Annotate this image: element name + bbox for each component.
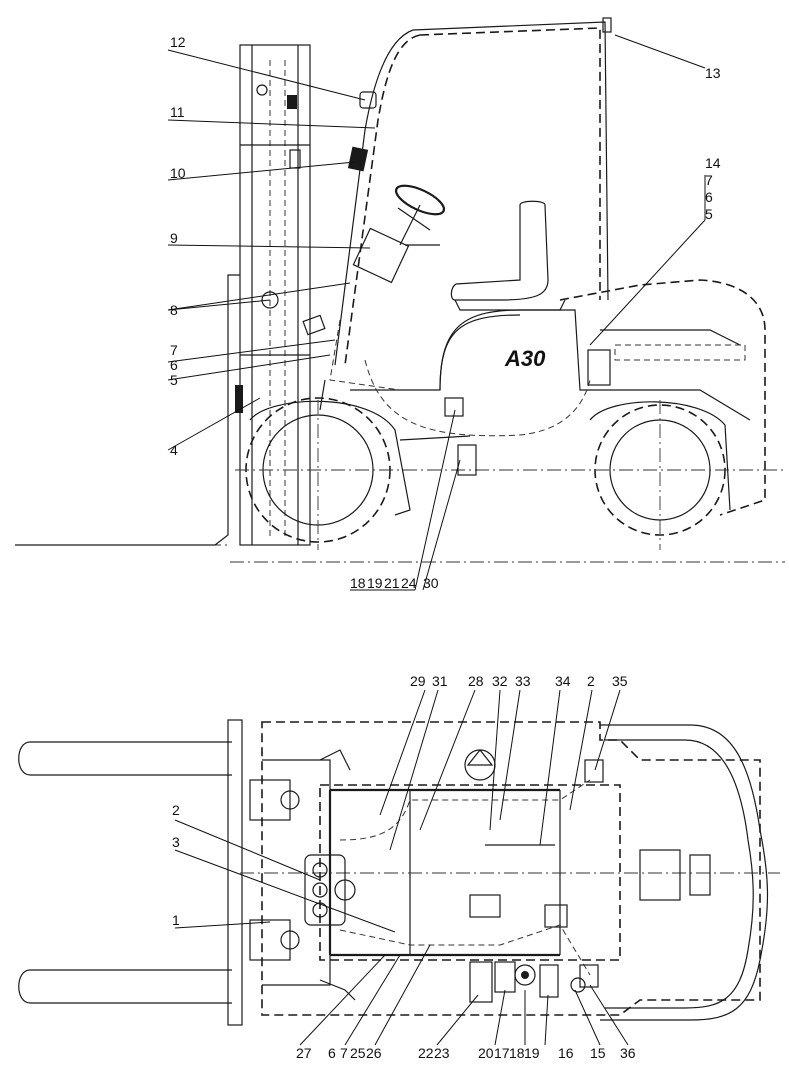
overhead-guard-top — [319, 784, 621, 961]
callout-8: 8 — [170, 302, 178, 318]
callout-30: 30 — [423, 575, 439, 591]
buzzer — [514, 964, 536, 986]
fuse-box — [457, 444, 477, 476]
callout-23: 23 — [434, 1045, 450, 1061]
rear-lamp-top-lower — [579, 964, 599, 988]
fork-top-upper — [18, 741, 232, 776]
callout-18: 18 — [350, 575, 366, 591]
counterweight-top — [600, 724, 769, 1021]
callout-6: 6 — [170, 357, 178, 373]
callout-28: 28 — [468, 673, 484, 689]
rear-work-light — [602, 17, 612, 33]
flasher-unit — [494, 961, 516, 993]
main-harness — [364, 359, 591, 437]
fork — [15, 274, 240, 546]
callout-31: 31 — [432, 673, 448, 689]
callout-7: 7 — [170, 342, 178, 358]
callout-6-top: 6 — [328, 1045, 336, 1061]
callout-35: 35 — [612, 673, 628, 689]
carriage — [227, 719, 243, 1026]
battery-top — [469, 894, 501, 918]
callout-2-top: 2 — [587, 673, 595, 689]
front-work-light — [359, 91, 377, 109]
callout-36: 36 — [620, 1045, 636, 1061]
steering-column — [352, 184, 446, 284]
callout-13: 13 — [705, 65, 721, 81]
callout-9: 9 — [170, 230, 178, 246]
callout-19-top: 19 — [524, 1045, 540, 1061]
callout-7b: 7 — [705, 172, 713, 188]
switch-block — [539, 964, 559, 998]
callout-20: 20 — [478, 1045, 494, 1061]
callout-1: 1 — [172, 912, 180, 928]
callout-5b: 5 — [705, 206, 713, 222]
side-leaders — [167, 34, 706, 591]
callout-7-top: 7 — [340, 1045, 348, 1061]
mast — [239, 44, 311, 546]
engine-hood-detail — [639, 849, 681, 901]
counterweight — [559, 279, 766, 516]
front-lamp-cluster — [302, 314, 326, 336]
control-valve — [304, 854, 356, 926]
side-view: A30 — [15, 17, 785, 591]
callout-32: 32 — [492, 673, 508, 689]
callout-14: 14 — [705, 155, 721, 171]
callout-16: 16 — [558, 1045, 574, 1061]
callout-17: 17 — [494, 1045, 510, 1061]
front-axle-hub-upper — [249, 779, 291, 821]
top-leaders — [174, 689, 629, 1046]
callout-15: 15 — [590, 1045, 606, 1061]
callout-25: 25 — [350, 1045, 366, 1061]
callout-6b: 6 — [705, 189, 713, 205]
top-harness-upper — [339, 779, 591, 841]
relay-box — [544, 904, 568, 928]
overhead-guard-rear-post — [419, 27, 601, 300]
mirror — [261, 291, 279, 309]
callout-21: 21 — [384, 575, 400, 591]
fork-top-lower — [18, 969, 232, 1004]
rear-combination-lamp — [587, 349, 611, 386]
chassis-body — [350, 309, 751, 421]
callout-4: 4 — [170, 442, 178, 458]
front-marker-lamp — [235, 385, 243, 413]
callout-18-top: 18 — [509, 1045, 525, 1061]
overhead-guard-outline — [334, 29, 414, 366]
callout-5: 5 — [170, 372, 178, 388]
callout-3: 3 — [172, 834, 180, 850]
callout-29: 29 — [410, 673, 426, 689]
callout-33: 33 — [515, 673, 531, 689]
callout-10: 10 — [170, 165, 186, 181]
overhead-guard-front-post — [344, 34, 421, 366]
callout-26: 26 — [366, 1045, 382, 1061]
model-badge: A30 — [504, 346, 546, 371]
callout-11: 11 — [170, 104, 185, 120]
top-harness-lower — [339, 924, 591, 976]
callout-34: 34 — [555, 673, 571, 689]
turn-signal-lamp — [347, 146, 369, 172]
rear-lamp-top-upper — [584, 759, 604, 783]
top-body-outline — [261, 721, 761, 1016]
callout-27: 27 — [296, 1045, 312, 1061]
horn-unit — [469, 961, 493, 1003]
callout-22: 22 — [418, 1045, 434, 1061]
callout-2: 2 — [172, 802, 180, 818]
callout-12: 12 — [170, 34, 186, 50]
callout-19: 19 — [367, 575, 383, 591]
top-view: 29 31 28 32 33 34 2 35 2 3 1 27 6 7 25 2… — [18, 673, 780, 1061]
front-axle-hub-lower — [249, 919, 291, 961]
operator-seat — [450, 200, 549, 301]
callout-24: 24 — [401, 575, 417, 591]
